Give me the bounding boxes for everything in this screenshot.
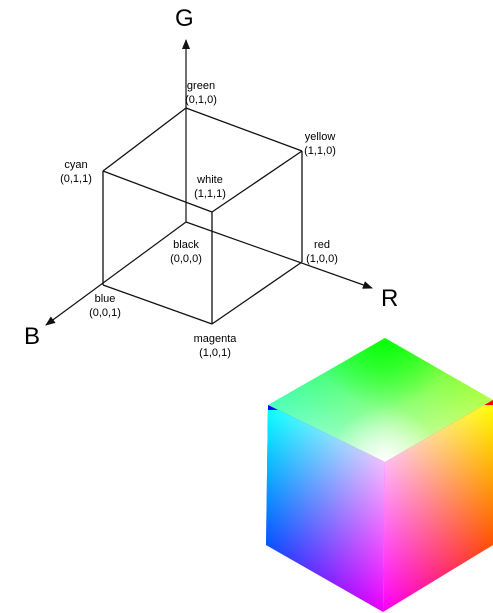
- vertex-name: cyan: [64, 159, 87, 171]
- vertex-coords: (0,0,1): [89, 307, 121, 319]
- g-axis-label: G: [175, 5, 194, 32]
- vertex-coords: (0,0,0): [170, 253, 202, 265]
- solid-color-cube: [266, 338, 493, 612]
- r-axis-line: [185, 221, 373, 289]
- vertex-label-cyan: cyan (0,1,1): [60, 159, 92, 185]
- vertex-name: black: [173, 239, 199, 251]
- vertex-coords: (1,1,1): [194, 188, 226, 200]
- vertex-name: blue: [95, 293, 116, 305]
- b-axis-line: [45, 221, 187, 326]
- edge-cyan-white: [102, 170, 213, 213]
- vertex-label-yellow: yellow (1,1,0): [304, 131, 336, 157]
- edge-blue-magenta: [102, 284, 213, 325]
- vertex-label-red: red (1,0,0): [306, 239, 338, 265]
- vertex-label-blue: blue (0,0,1): [89, 293, 121, 319]
- vertex-label-white: white (1,1,1): [194, 174, 226, 200]
- vertex-label-black: black (0,0,0): [170, 239, 202, 265]
- b-axis-label: B: [24, 323, 40, 350]
- vertex-coords: (1,1,0): [304, 145, 336, 157]
- edge-green-cyan: [102, 107, 187, 172]
- vertex-coords: (1,0,0): [306, 253, 338, 265]
- vertex-coords: (0,1,1): [60, 173, 92, 185]
- vertex-name: green: [187, 80, 215, 92]
- vertex-name: yellow: [305, 131, 336, 143]
- vertex-coords: (1,0,1): [199, 347, 231, 359]
- wireframe-cube: [45, 39, 373, 326]
- edge-green-yellow: [185, 107, 303, 152]
- edge-yellow-white: [211, 150, 303, 213]
- vertex-label-green: green (0,1,0): [185, 80, 217, 106]
- vertex-name: white: [196, 174, 223, 186]
- vertex-coords: (0,1,0): [185, 94, 217, 106]
- vertex-name: magenta: [194, 333, 238, 345]
- vertex-label-magenta: magenta (1,0,1): [194, 333, 238, 359]
- r-axis-label: R: [381, 285, 398, 312]
- vertex-name: red: [314, 239, 330, 251]
- edge-red-magenta: [211, 261, 303, 325]
